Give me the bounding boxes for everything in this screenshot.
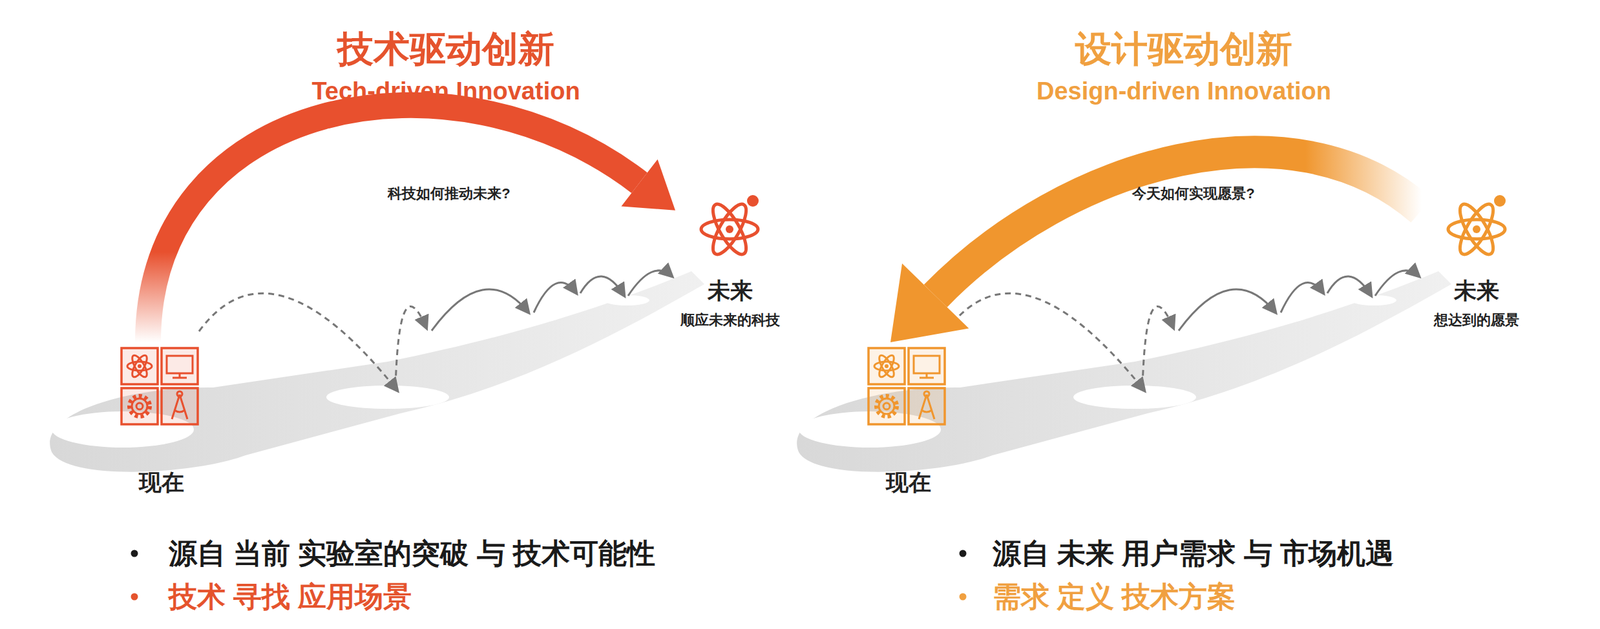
- arrow-head: [890, 263, 969, 343]
- bullet-text: 需求 定义 技术方案: [992, 580, 1236, 615]
- stage-node: 未来想达到的愿景: [1421, 193, 1532, 333]
- stepping-path: [796, 270, 1452, 473]
- atom-symbol: [701, 195, 759, 260]
- atom-symbol: [1448, 195, 1506, 260]
- bullet-text: 源自 未来 用户需求 与 市场机遇: [992, 536, 1394, 572]
- arrow-body: [147, 105, 640, 343]
- flow-arrow: [147, 105, 676, 343]
- flow-arrow: [890, 151, 1422, 343]
- panel-title: 设计驱动创新: [1075, 27, 1293, 71]
- arrow-head: [621, 159, 676, 211]
- node-title: 现在: [138, 469, 185, 497]
- arrow-label: 科技如何推动未来?: [387, 185, 510, 203]
- tech-icons: [121, 348, 198, 425]
- panel-title: 技术驱动创新: [337, 27, 555, 71]
- node-subtitle: 顺应未来的科技: [680, 312, 780, 329]
- stage-node: 现在: [116, 342, 207, 501]
- panel-subtitle: Tech-driven Innovation: [311, 76, 580, 107]
- arrow-label: 今天如何实现愿景?: [1132, 185, 1255, 203]
- bullet-text: 技术 寻找 应用场景: [168, 580, 412, 615]
- node-subtitle: 想达到的愿景: [1433, 312, 1520, 329]
- stage-node: 未来顺应未来的科技: [675, 193, 786, 333]
- arrow-body: [935, 151, 1422, 296]
- bullet-text: 源自 当前 实验室的突破 与 技术可能性: [168, 536, 656, 572]
- node-title: 未来: [1453, 277, 1500, 305]
- tech-icons: [868, 348, 945, 425]
- node-title: 未来: [707, 277, 753, 305]
- node-title: 现在: [885, 469, 932, 497]
- stage-node: 现在: [863, 342, 954, 501]
- panel-subtitle: Design-driven Innovation: [1036, 76, 1332, 107]
